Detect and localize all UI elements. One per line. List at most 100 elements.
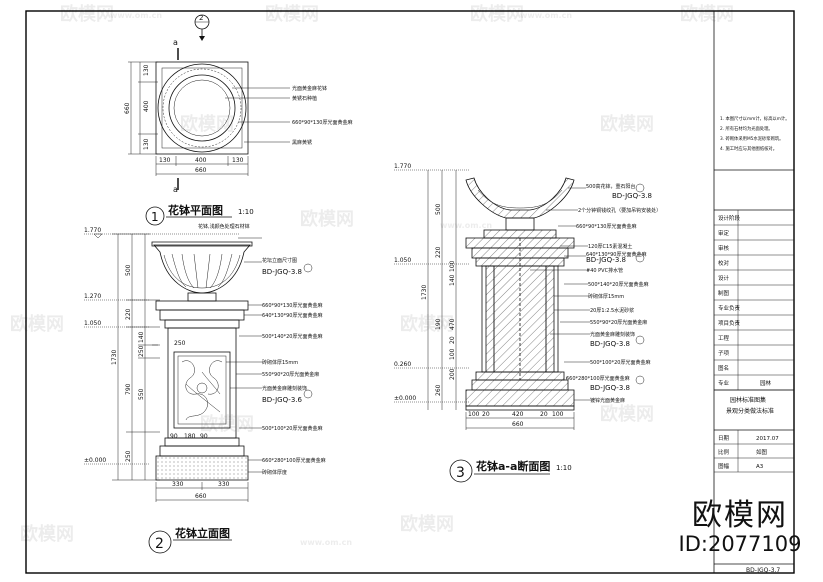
tb-row-label: 设计阶段 (718, 214, 741, 222)
svg-text:90: 90 (200, 433, 208, 440)
elevation-view-number: 2 (155, 536, 164, 552)
tb-date-label: 日期 (718, 435, 730, 442)
tb-row-label: 专业负责 (718, 304, 741, 312)
elev-level-2: 1.270 (84, 293, 150, 301)
tb-row-label: 校对 (718, 259, 730, 267)
sect-note-4: 640*130*90厚光面黄金麻 (586, 251, 646, 258)
plan-dim-bottom-2: 400 (195, 157, 207, 164)
section-view: 1.770 1.050 0.260 ±0.000 500 220 100 140… (394, 163, 661, 483)
svg-text:欧模网: 欧模网 (60, 3, 114, 25)
tb-row-label: 图名 (718, 364, 729, 372)
elevation-view-title: 花钵立面图 (175, 526, 230, 540)
svg-text:100: 100 (449, 348, 456, 360)
svg-text:欧模网: 欧模网 (265, 3, 319, 25)
tb-row-value: 园林 (760, 379, 772, 387)
plan-view-title: 花钵平面图 (168, 203, 223, 217)
sect-note-7: 砖砌体厚15mm (588, 293, 624, 300)
sect-note-8: 20厚1:2.5水泥砂浆 (590, 307, 634, 314)
tb-row-label: 设计 (718, 274, 730, 282)
tb-row-label: 子项 (718, 350, 730, 357)
svg-text:1730: 1730 (111, 350, 118, 365)
tb-note-2: 2. 所有石材均为光面处理。 (720, 125, 773, 132)
elev-note-4: 500*140*20厚光面黄金麻 (262, 333, 322, 340)
svg-text:欧模网: 欧模网 (680, 3, 734, 25)
svg-text:90: 90 (170, 433, 178, 440)
sect-level-4: ±0.000 (394, 395, 470, 403)
watermark-layer: 欧模网 欧模网 欧模网 欧模网 欧模网 欧模网 欧模网 欧模网 欧模网 欧模网 … (10, 3, 734, 547)
plan-note-4: 黑麻黄锈 (292, 139, 312, 146)
sheet-border (25, 10, 795, 574)
svg-text:100: 100 (468, 411, 480, 418)
elev-bowl (153, 244, 251, 294)
sect-note-2: 660*90*130厚光面黄金麻 (576, 223, 636, 230)
sect-level-1: 1.770 (394, 163, 470, 171)
svg-text:660: 660 (195, 493, 207, 500)
sect-note-13: 镀锌光面黄金麻 (590, 397, 625, 404)
elev-level-3: 1.050 (84, 320, 150, 328)
svg-text:180: 180 (184, 433, 196, 440)
sect-note-9: 550*90*20厚光面黄金麻 (590, 319, 647, 326)
sect-note-6: 500*140*20厚光面黄金麻 (588, 281, 648, 288)
plan-view-number-circle (145, 206, 165, 226)
tb-date-value: 2017.07 (756, 436, 779, 442)
elev-note-8: 500*100*20厚光面黄金麻 (262, 425, 322, 432)
tb-size-value: A3 (756, 464, 764, 470)
sect-ref-4: BD-JGQ-3.8 (590, 384, 630, 392)
plan-view-scale: 1:10 (238, 208, 254, 216)
tb-row-label: 审核 (718, 244, 730, 252)
elev-note-7: 550*90*20厚光面黄金麻 (262, 371, 319, 378)
plan-dim-left-3: 130 (143, 138, 150, 150)
plan-dim-bottom-3: 130 (232, 157, 244, 164)
svg-text:660: 660 (512, 421, 524, 428)
svg-text:20: 20 (449, 336, 456, 344)
logo-brand: 欧模网 (692, 498, 788, 533)
elev-note-0: 花钵,浅颜色处理石材钵 (198, 223, 250, 230)
tb-note-4: 4. 施工时应与其他图纸核对。 (720, 145, 777, 152)
tb-sheet-number: BD-JGQ-3.7 (746, 567, 780, 574)
sect-note-0: 500高花钵，重石阳台 (586, 183, 636, 190)
tb-row-label: 专业 (718, 379, 730, 387)
tb-project-sub: 景观分类做法标准 (726, 407, 774, 415)
tb-size-label: 图幅 (718, 462, 730, 470)
svg-text:欧模网: 欧模网 (20, 523, 74, 545)
svg-text:20: 20 (540, 411, 548, 418)
svg-text:±0.000: ±0.000 (394, 395, 416, 402)
plan-note-3: 660*90*130厚光面黄金麻 (292, 119, 352, 126)
sect-ref-2: BD-JGQ-3.8 (586, 256, 626, 264)
sect-ref-3: BD-JGQ-3.8 (590, 340, 630, 348)
svg-text:欧模网: 欧模网 (400, 313, 454, 335)
svg-text:1.770: 1.770 (84, 227, 101, 234)
svg-text:1730: 1730 (421, 285, 428, 300)
svg-text:330: 330 (218, 481, 230, 488)
svg-text:1.270: 1.270 (84, 293, 101, 300)
svg-text:250: 250 (174, 340, 186, 347)
title-block: 1. 本图尺寸以mm计，标高以m计。 2. 所有石材均为光面处理。 3. 砖砌体… (714, 115, 794, 574)
sect-note-1: 2个分钟铜钱纹孔（要加吊钩安装处） (578, 207, 661, 214)
svg-text:欧模网: 欧模网 (200, 413, 254, 435)
elev-note-6: 砖砌体厚15mm (262, 359, 298, 366)
svg-text:1.770: 1.770 (394, 163, 411, 170)
svg-text:±0.000: ±0.000 (84, 457, 106, 464)
svg-text:140: 140 (449, 274, 456, 286)
elev-note-2: 660*90*130厚光面黄金麻 (262, 302, 322, 309)
elev-note-10: 砖砌体厚度 (262, 469, 287, 476)
svg-text:www.om.cn: www.om.cn (440, 221, 492, 230)
svg-text:欧模网: 欧模网 (600, 403, 654, 425)
elev-ref-1: BD-JGQ-3.8 (262, 268, 302, 276)
section-view-scale: 1:10 (556, 464, 572, 472)
svg-text:190: 190 (435, 318, 442, 330)
svg-text:欧模网: 欧模网 (470, 3, 524, 25)
section-ref-number: 2 (199, 14, 203, 22)
sect-note-10: 光面黄金麻雕刻装饰 (590, 331, 635, 338)
svg-text:欧模网: 欧模网 (180, 113, 234, 135)
svg-text:1.050: 1.050 (84, 320, 101, 327)
svg-text:欧模网: 欧模网 (300, 208, 354, 230)
svg-text:欧模网: 欧模网 (600, 113, 654, 135)
svg-text:140: 140 (138, 331, 145, 343)
plan-dim-left-1: 130 (143, 64, 150, 76)
svg-text:260: 260 (435, 384, 442, 396)
elevation-view-number-circle (148, 530, 172, 554)
tb-row-label: 项目负责 (718, 319, 741, 327)
svg-text:www.om.cn: www.om.cn (300, 538, 352, 547)
sect-level-2: 1.050 (394, 257, 470, 265)
